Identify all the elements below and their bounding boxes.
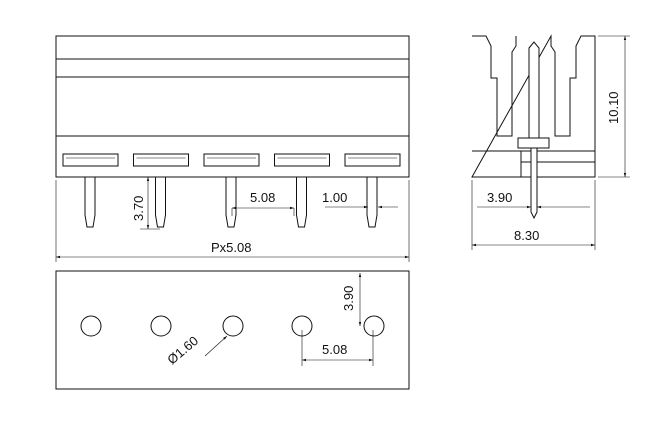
bottom-hole	[80, 315, 102, 337]
front-pin	[155, 177, 166, 228]
side-pin-bottom	[530, 147, 538, 220]
side-dimensions: 10.10 3.90 8.30	[471, 35, 630, 250]
pitch-front-label: 5.08	[250, 190, 275, 205]
bottom-dimensions: 3.90 Ø1.60 5.08	[164, 273, 374, 367]
front-dimensions: 3.70 5.08 1.00 Px5.08	[55, 177, 410, 262]
overall-length-label: Px5.08	[211, 240, 251, 255]
hole-diameter-label: Ø1.60	[164, 333, 201, 367]
pitch-bottom-label: 5.08	[322, 342, 347, 357]
front-slot	[203, 153, 260, 167]
side-body-outline	[471, 34, 596, 178]
side-pin-top	[528, 41, 540, 139]
front-slot	[62, 153, 119, 167]
side-view	[471, 34, 596, 220]
front-pin	[296, 177, 307, 228]
side-offset-label: 3.90	[487, 190, 512, 205]
pin-width-label: 1.00	[322, 190, 347, 205]
bottom-holes	[80, 315, 385, 337]
bottom-hole	[150, 315, 172, 337]
side-pin-shoulder	[517, 137, 550, 149]
front-pins	[84, 177, 378, 228]
front-slot	[133, 153, 189, 167]
bottom-view	[55, 270, 410, 390]
front-body-outline	[55, 35, 410, 178]
front-pin	[225, 177, 237, 228]
front-view	[55, 35, 410, 228]
front-slot	[274, 153, 330, 167]
front-slot	[344, 153, 401, 167]
pin-length-label: 3.70	[131, 196, 146, 221]
front-slots	[62, 153, 401, 167]
bottom-hole	[363, 315, 385, 337]
bottom-hole	[222, 315, 244, 337]
bottom-body-outline	[55, 270, 410, 390]
hole-offset-label: 3.90	[341, 286, 356, 311]
depth-label: 8.30	[514, 228, 539, 243]
height-label: 10.10	[606, 91, 621, 124]
front-pin	[366, 177, 378, 228]
front-pin	[84, 177, 96, 228]
